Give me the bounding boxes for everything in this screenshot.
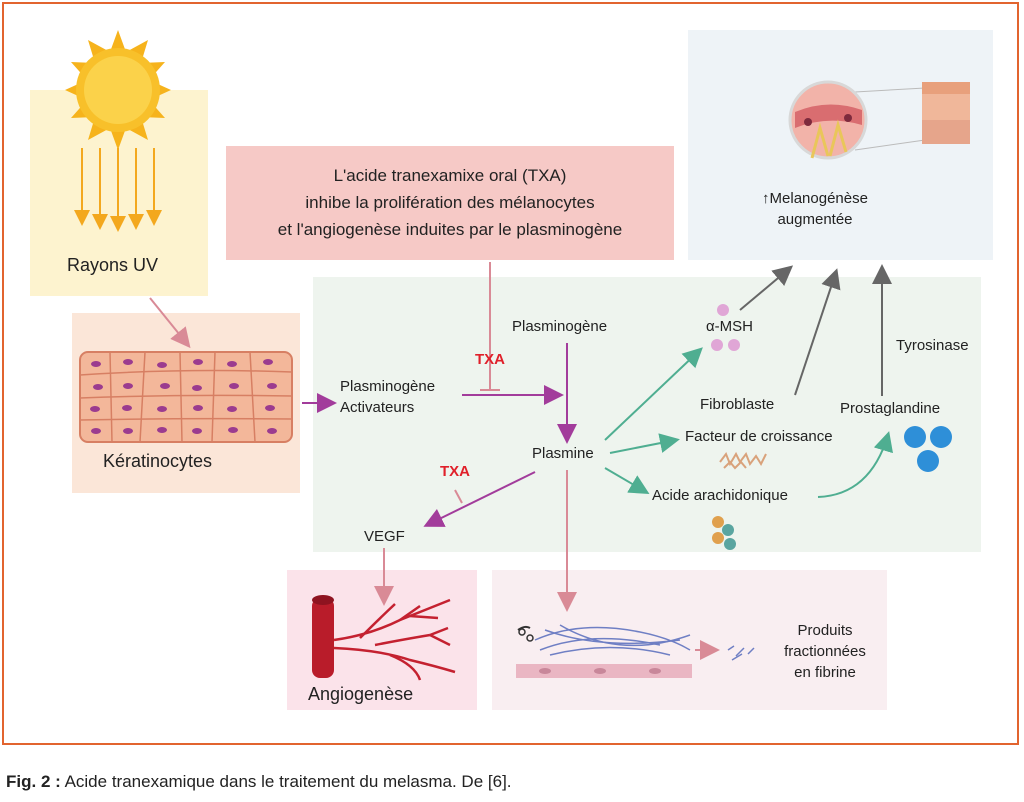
prostaglandin-molecules-icon	[904, 426, 952, 472]
label-vegf: VEGF	[364, 528, 405, 545]
label-keratinocytes: Kératinocytes	[103, 451, 213, 471]
sun-icon	[65, 30, 171, 150]
arrow-plasmine-arachidonic	[604, 467, 650, 495]
label-prostaglandine: Prostaglandine	[840, 400, 941, 417]
caption-text: Acide tranexamique dans le traitement du…	[60, 772, 512, 791]
main-statement-line-2: inhibe la prolifération des mélanocytes	[305, 193, 595, 212]
figure-frame	[2, 2, 1019, 745]
arrow-plasmine-vegf	[423, 471, 536, 527]
txa-inhibition-bar-lower	[454, 489, 463, 504]
caption-label: Fig. 2 :	[6, 772, 61, 791]
figure-caption: Fig. 2 : Acide tranexamique dans le trai…	[6, 772, 512, 792]
label-facteur-croissance: Facteur de croissance	[685, 428, 833, 445]
label-angiogenese: Angiogenèse	[308, 684, 414, 704]
arrow-uv-keratinocytes	[149, 297, 191, 349]
main-statement-line-1: L'acide tranexamixe oral (TXA)	[333, 166, 567, 185]
label-plasminogene-activateurs-1: Plasminogène	[340, 378, 436, 395]
label-txa-upper: TXA	[475, 351, 505, 368]
main-statement-line-3: et l'angiogenèse induites par le plasmin…	[277, 220, 623, 239]
label-plasmine: Plasmine	[532, 445, 594, 462]
fibrin-network-icon	[516, 624, 755, 678]
label-melanogenese: ↑Melanogénèse augmentée	[735, 188, 895, 230]
arrow-arachidonic-prostaglandin	[817, 431, 893, 498]
uv-rays-icon	[74, 148, 162, 232]
label-produits-1: Produits	[797, 622, 853, 639]
skin-magnifier-icon	[788, 80, 970, 160]
label-tyrosinase: Tyrosinase	[896, 337, 969, 354]
msh-molecules-icon	[711, 304, 740, 351]
arrow-plasmine-growth	[609, 433, 680, 454]
arrow-msh-melanogenesis	[739, 265, 794, 311]
label-plasminogene-activateurs-2: Activateurs	[340, 399, 415, 416]
label-fibroblaste: Fibroblaste	[700, 396, 775, 413]
label-melanogenese-1: ↑Melanogénèse	[762, 190, 868, 207]
arrow-fibroblast-melanogenesis	[794, 268, 841, 396]
growth-factor-icon	[719, 451, 767, 470]
main-statement-text: L'acide tranexamixe oral (TXA) inhibe la…	[226, 162, 674, 243]
label-txa-lower: TXA	[440, 463, 470, 480]
label-plasminogene: Plasminogène	[512, 318, 608, 335]
blood-vessel-icon	[312, 595, 456, 681]
arachidonic-acid-icon	[712, 516, 736, 550]
label-produits: Produits fractionnées en fibrine	[770, 620, 880, 683]
keratinocyte-tissue-icon	[79, 351, 293, 443]
label-msh: α-MSH	[706, 318, 753, 335]
label-produits-3: en fibrine	[794, 664, 856, 681]
label-acide-arachidonique: Acide arachidonique	[652, 487, 788, 504]
label-melanogenese-2: augmentée	[777, 211, 853, 228]
label-produits-2: fractionnées	[784, 643, 866, 660]
label-rayons-uv: Rayons UV	[67, 255, 159, 275]
arrow-plasmine-msh	[604, 347, 703, 441]
main-statement-box	[226, 146, 674, 260]
pathway-panel	[313, 277, 981, 552]
